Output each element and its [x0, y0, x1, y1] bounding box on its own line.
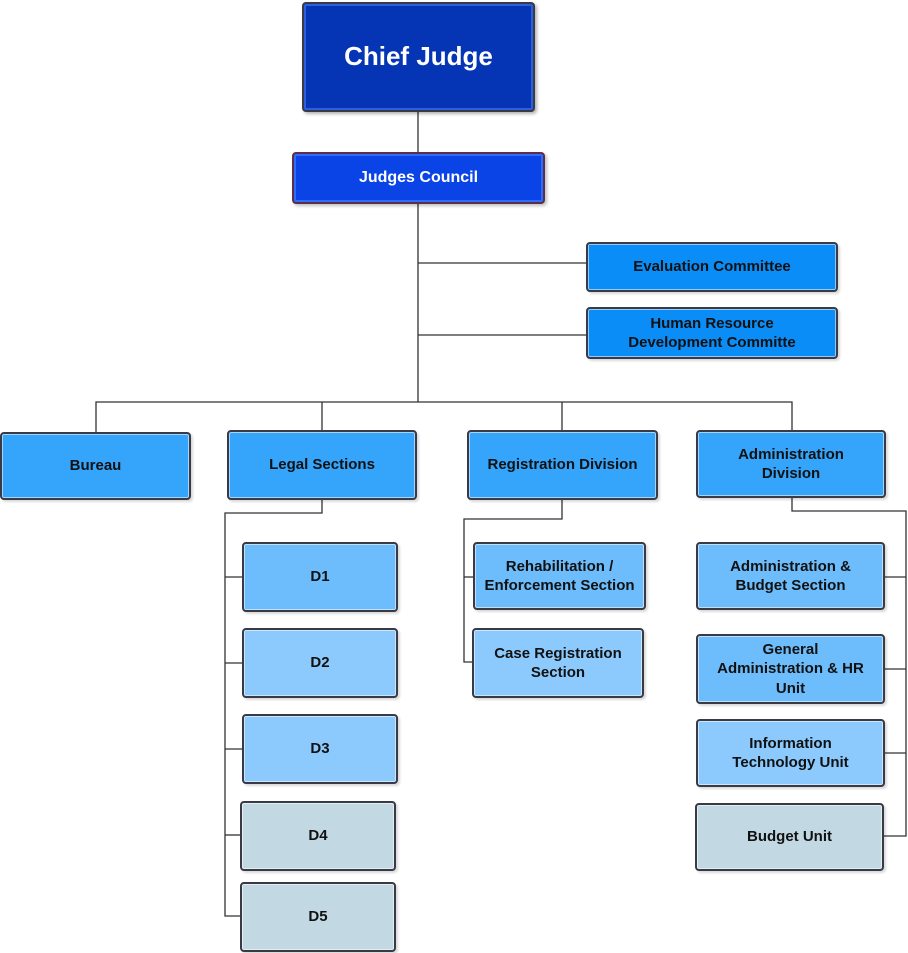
d4-label: D4: [308, 827, 328, 845]
admin-division-label-line1: Administration: [738, 445, 844, 463]
legal-section-d3: D3: [242, 714, 398, 784]
chief-judge-box: Chief Judge: [302, 2, 535, 112]
registration-division-label: Registration Division: [487, 456, 638, 474]
bureau-label: Bureau: [69, 457, 122, 475]
rehabilitation-enforcement-box: Rehabilitation / Enforcement Section: [473, 542, 646, 610]
evaluation-committee-label: Evaluation Committee: [633, 258, 791, 276]
connector-legal-bracket: [224, 500, 323, 917]
connector-branch-bar: [95, 401, 793, 432]
general-admin-label-line3: Unit: [775, 679, 806, 697]
case-registration-label-line1: Case Registration: [494, 644, 622, 662]
legal-sections-label: Legal Sections: [269, 456, 375, 474]
administration-division-box: Administration Division: [696, 430, 886, 498]
d3-label: D3: [310, 740, 330, 758]
admin-budget-label-line2: Budget Section: [735, 577, 846, 594]
case-registration-box: Case Registration Section: [472, 628, 644, 698]
admin-division-label-line2: Division: [761, 465, 821, 482]
d2-label: D2: [310, 654, 330, 672]
hr-committee-label-line2: Development Committe: [628, 334, 796, 351]
hr-committee-label-line1: Human Resource: [650, 314, 774, 332]
budget-unit-box: Budget Unit: [695, 803, 884, 871]
case-registration-label-line2: Section: [530, 664, 586, 681]
legal-sections-box: Legal Sections: [227, 430, 417, 500]
rehab-label-line2: Enforcement Section: [484, 577, 635, 594]
hr-development-committee-box: Human Resource Development Committe: [586, 307, 838, 359]
chief-judge-label: Chief Judge: [344, 41, 493, 72]
bureau-box: Bureau: [0, 432, 191, 500]
judges-council-label: Judges Council: [358, 168, 479, 186]
d5-label: D5: [308, 908, 328, 926]
it-unit-label-line1: Information: [749, 734, 832, 752]
evaluation-committee-box: Evaluation Committee: [586, 242, 838, 292]
general-admin-hr-unit-box: General Administration & HR Unit: [696, 634, 885, 704]
connector-admin-bracket: [791, 498, 907, 837]
admin-budget-label-line1: Administration &: [730, 557, 851, 575]
legal-section-d2: D2: [242, 628, 398, 698]
registration-division-box: Registration Division: [467, 430, 658, 500]
rehab-label-line1: Rehabilitation /: [505, 557, 614, 575]
general-admin-label-line2: Administration & HR: [717, 660, 864, 678]
budget-unit-label: Budget Unit: [747, 828, 832, 846]
connector-registration-bracket: [463, 500, 563, 663]
judges-council-box: Judges Council: [292, 152, 545, 204]
legal-section-d4: D4: [240, 801, 396, 871]
legal-section-d5: D5: [240, 882, 396, 952]
general-admin-label-line1: General: [762, 640, 819, 658]
d1-label: D1: [310, 568, 330, 586]
admin-budget-section-box: Administration & Budget Section: [696, 542, 885, 610]
information-technology-unit-box: Information Technology Unit: [696, 719, 885, 787]
it-unit-label-line2: Technology Unit: [732, 754, 849, 771]
legal-section-d1: D1: [242, 542, 398, 612]
